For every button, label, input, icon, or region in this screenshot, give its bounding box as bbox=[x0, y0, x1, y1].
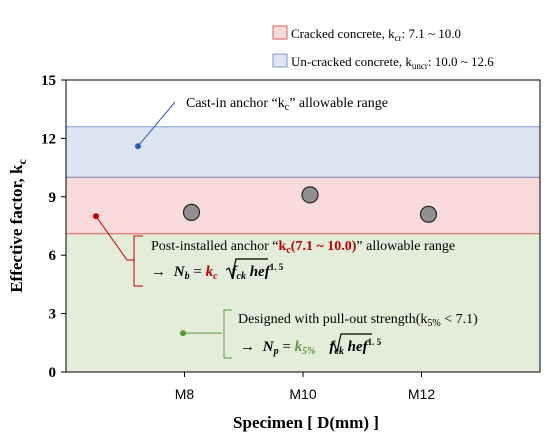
annotation-post-installed: Post-installed anchor “kc(7.1 ~ 10.0)” a… bbox=[93, 213, 455, 287]
post-installed-leader bbox=[95, 215, 143, 287]
x-tick-label: M10 bbox=[289, 386, 316, 402]
post-installed-marker bbox=[93, 213, 99, 220]
y-tick-label: 3 bbox=[49, 307, 57, 323]
sqrt-sign-np bbox=[330, 333, 372, 355]
sqrt-sign-nb bbox=[225, 258, 268, 280]
annotation-cast-in: Cast-in anchor “kc” allowable range bbox=[135, 96, 388, 150]
y-axis-title: Effective factor, kc bbox=[7, 159, 29, 293]
designed-leader bbox=[183, 309, 232, 359]
x-axis-ticks: M8 M10 M12 bbox=[175, 372, 435, 402]
y-tick-label: 6 bbox=[49, 248, 57, 264]
annotation-designed: Designed with pull-out strength(k5% < 7.… bbox=[180, 309, 478, 359]
designed-marker bbox=[180, 330, 186, 337]
legend-label-uncracked: Un-cracked concrete, kuncr: 10.0 ~ 12.6 bbox=[291, 54, 494, 71]
data-point bbox=[301, 186, 319, 204]
x-tick-label: M8 bbox=[175, 386, 195, 402]
y-tick-label: 15 bbox=[41, 73, 56, 89]
legend-swatch-cracked bbox=[272, 25, 288, 40]
legend: Cracked concrete, kcr: 7.1 ~ 10.0 Un-cra… bbox=[272, 25, 494, 71]
legend-swatch-uncracked bbox=[272, 53, 288, 68]
designed-region-band bbox=[66, 233, 540, 372]
legend-label-cracked: Cracked concrete, kcr: 7.1 ~ 10.0 bbox=[291, 26, 461, 43]
data-point bbox=[182, 203, 201, 221]
data-point bbox=[419, 205, 438, 223]
x-axis-title: Specimen [ D(mm) ] bbox=[233, 413, 379, 432]
post-installed-label: Post-installed anchor “kc(7.1 ~ 10.0)” a… bbox=[151, 239, 455, 256]
cast-in-marker bbox=[135, 143, 141, 150]
y-tick-label: 9 bbox=[49, 190, 57, 206]
uncracked-region-band bbox=[66, 126, 540, 178]
y-tick-label: 0 bbox=[49, 365, 57, 381]
formula-np: → Np = k5%fck hef1. 5 bbox=[240, 337, 382, 357]
y-axis-ticks: 0 3 6 9 12 15 bbox=[41, 73, 66, 381]
cracked-region-band bbox=[66, 177, 540, 234]
y-tick-label: 12 bbox=[41, 131, 56, 147]
cast-in-label: Cast-in anchor “kc” allowable range bbox=[186, 96, 388, 113]
data-points bbox=[182, 186, 438, 223]
designed-label: Designed with pull-out strength(k5% < 7.… bbox=[238, 312, 478, 329]
x-tick-label: M12 bbox=[408, 386, 435, 402]
cast-in-leader-line bbox=[137, 101, 176, 147]
